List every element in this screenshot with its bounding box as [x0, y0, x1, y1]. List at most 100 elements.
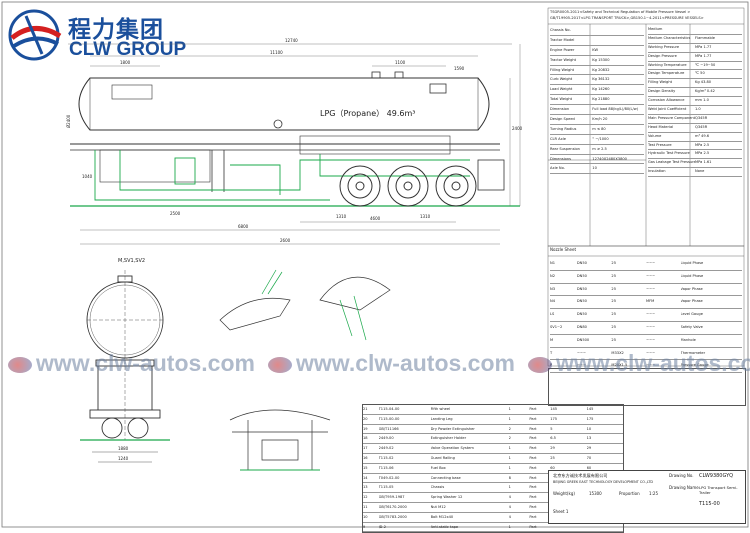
spec-vehicle-cell: KW — [592, 47, 599, 52]
bom-cell: 12 — [363, 495, 368, 500]
bom-cell: 21 — [363, 407, 368, 411]
spec-vessel-cell: Hydraulic Test Pressure — [648, 151, 690, 156]
spec-vessel-cell: Main Pressure Component Material — [648, 115, 695, 120]
bom-cell: T115-06 — [378, 465, 394, 470]
bom-cell: Part — [529, 455, 537, 460]
globe-icon — [8, 356, 32, 373]
nozzle-cell: T — [550, 350, 553, 355]
title-scale-label: Proportion — [619, 491, 640, 496]
bom-cell: Part — [529, 504, 537, 509]
dim-d3: 2400 — [512, 126, 523, 131]
bom-cell: 10 — [586, 426, 592, 431]
spec-vessel-cell: MPa 1.77 — [695, 53, 712, 58]
bom-cell: 25 — [550, 455, 555, 460]
bom-cell: Part — [529, 426, 537, 431]
spec-vessel-cell: MPa 1.61 — [695, 160, 712, 165]
bom-cell: 10 — [363, 514, 368, 519]
nozzle-cell: 25 — [611, 299, 616, 304]
tank-label: LPG（Propane） 49.6m³ — [320, 109, 416, 118]
dim-d5: 4600 — [370, 216, 381, 221]
title-block: 北京东方诚技术发展有限公司 BEIJING GREEK EAST TECHNOL… — [548, 470, 746, 524]
globe-icon — [268, 356, 292, 373]
bom-cell: Landing Leg — [430, 416, 453, 421]
bom-cell: Dry Powder Extinguisher — [430, 426, 475, 431]
spec-vehicle-cell — [592, 36, 644, 45]
bom-cell: 13 — [586, 436, 592, 441]
nozzle-cell: DN50 — [576, 286, 587, 291]
nozzle-cell: 25 — [611, 337, 616, 342]
spec-vessel-cell: Design Pressure — [648, 53, 677, 58]
spec-vessel-cell: Corrosion Allowance — [648, 98, 685, 103]
bom-cell: 16 — [363, 455, 368, 460]
spec-vehicle-cell: m ≤ 80 — [592, 126, 606, 131]
bom-cell: T115-00-00 — [378, 416, 400, 421]
spec-vessel-cell: Q345R — [695, 124, 708, 129]
spec-vessel-cell: Medium — [648, 27, 663, 31]
bom-cell: GB/T11166 — [378, 426, 399, 431]
nozzle-cell: −−− — [645, 273, 656, 278]
bom-cell: 17 — [363, 446, 368, 451]
bom-cell: Fifth wheel — [430, 407, 451, 411]
nozzle-cell: DN50 — [576, 312, 587, 317]
nozzle-cell: −−− — [645, 324, 656, 329]
bom-cell: 9 — [363, 524, 366, 529]
nozzle-cell: Thermometer — [680, 350, 706, 355]
nozzle-cell: 25 — [611, 312, 616, 317]
spec-vehicle-row: CLR Axle° −/1000 — [550, 135, 644, 145]
piping-system — [94, 150, 470, 201]
spec-vessel-row: Corrosion Allowance mm 1.0 — [648, 97, 742, 107]
spec-vessel-row: Working Temperature℃ −19~50 — [648, 62, 742, 71]
bom-cell: 1 — [508, 416, 511, 421]
bom-cell: Bolt M12x40 — [430, 514, 454, 519]
bom-cell: 2449-00 — [378, 436, 394, 441]
bom-cell: Part — [529, 465, 537, 470]
nozzle-table-title: Nozzle Sheet — [550, 247, 577, 252]
company-logo: 程力集团 CLW GROUP — [6, 6, 206, 68]
spec-vehicle-cell: 12740X2480X3800 — [592, 156, 627, 161]
spec-vehicle-cell: Full load 88(kg/L)/80(L/w) — [592, 107, 639, 112]
bom-cell: Nut M12 — [430, 504, 446, 509]
nozzle-cell: N2 — [550, 273, 555, 278]
nozzle-cell: Manhole — [680, 337, 696, 342]
bom-cell: 19 — [363, 426, 368, 431]
bom-cell: 145 — [550, 407, 558, 411]
spec-vehicle-row: Tractor Model — [550, 36, 644, 46]
dim-d11: 1310 — [420, 214, 431, 219]
title-sheet: Sheet 1 — [553, 509, 569, 514]
bom-cell: 29 — [550, 446, 555, 451]
spec-vehicle-cell: Dimensions — [550, 156, 571, 161]
spec-vehicle-cell: Tractor Model — [550, 37, 575, 42]
dim-sec2: 1240 — [118, 456, 129, 461]
nozzle-cell: DN50 — [576, 261, 587, 265]
tank-cross-section — [80, 270, 170, 463]
bom-cell: Anti-static tape — [430, 524, 459, 529]
spec-vessel-cell: ℃ −19~50 — [695, 62, 716, 67]
spec-vessel-cell: mm 1.0 — [695, 98, 709, 103]
bom-cell: Valve Operation System — [430, 446, 474, 451]
bom-cell: GB/T959-1987 — [378, 495, 405, 500]
nozzle-cell: −−− — [645, 363, 656, 368]
bom-cell: Part — [529, 514, 537, 519]
nozzle-cell: −−− — [645, 261, 656, 265]
nozzle-cell: −−− — [576, 350, 586, 355]
bom-cell: 1 — [508, 524, 511, 529]
spec-vehicle-cell: Km/h 20 — [592, 117, 608, 122]
